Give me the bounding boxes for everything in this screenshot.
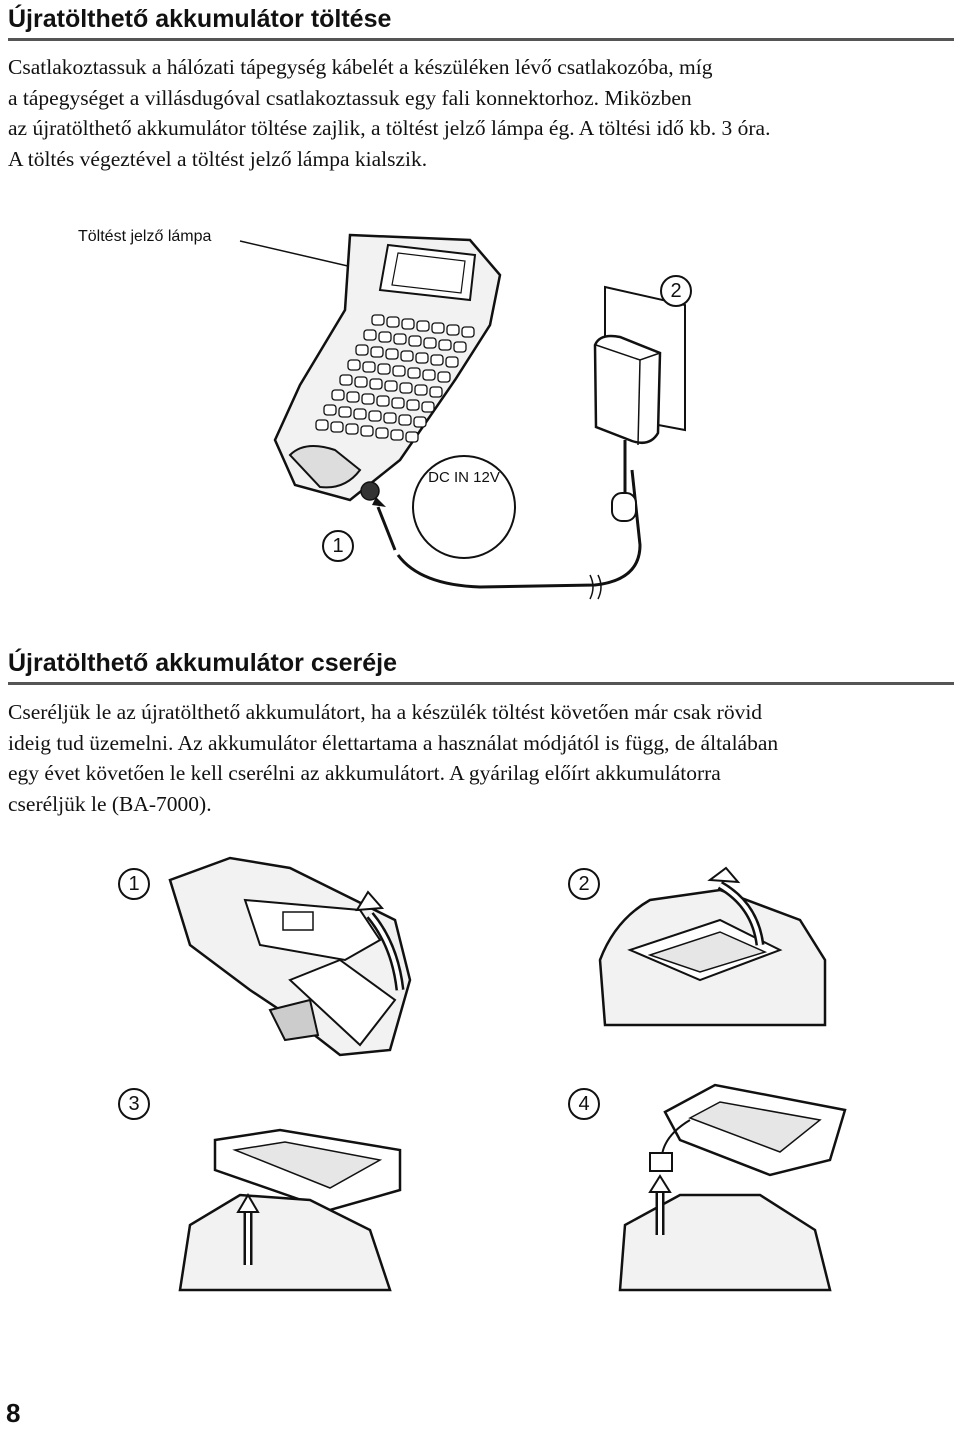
section-heading-replacement: Újratölthető akkumulátor cseréje <box>8 648 954 685</box>
key-shape <box>345 423 359 435</box>
charging-drawing <box>239 233 686 600</box>
key-shape <box>461 326 475 338</box>
key-shape <box>415 352 429 364</box>
paragraph-line: A töltés végeztével a töltést jelző lámp… <box>8 146 428 171</box>
charge-lamp-callout: Töltést jelző lámpa <box>78 228 212 245</box>
key-shape <box>446 324 460 336</box>
key-shape <box>371 314 385 326</box>
step-number: 1 <box>118 868 150 900</box>
charging-paragraph: Csatlakoztassuk a hálózati tápegység káb… <box>8 52 952 174</box>
key-shape <box>362 361 376 373</box>
key-shape <box>422 369 436 381</box>
key-shape <box>354 376 368 388</box>
charging-illustration <box>0 215 960 615</box>
replacement-drawing <box>168 856 847 1292</box>
key-shape <box>430 354 444 366</box>
key-shape <box>391 397 405 409</box>
key-shape <box>338 406 352 418</box>
key-shape <box>438 339 452 351</box>
replacement-paragraph: Cseréljük le az újratölthető akkumulátor… <box>8 697 952 819</box>
key-shape <box>386 316 400 328</box>
key-shape <box>378 331 392 343</box>
key-shape <box>398 414 412 426</box>
key-shape <box>405 431 419 443</box>
key-shape <box>414 384 428 396</box>
key-shape <box>385 348 399 360</box>
key-shape <box>331 389 345 401</box>
key-shape <box>407 367 421 379</box>
key-shape <box>408 335 422 347</box>
step-number: 3 <box>118 1088 150 1120</box>
paragraph-line: az újratölthető akkumulátor töltése zajl… <box>8 116 771 140</box>
key-shape <box>369 378 383 390</box>
key-shape <box>413 416 427 428</box>
key-shape <box>429 386 443 398</box>
paragraph-line: a tápegységet a villásdugóval csatlakozt… <box>8 85 692 110</box>
paragraph-line: ideig tud üzemelni. Az akkumulátor élett… <box>8 730 779 755</box>
key-shape <box>330 421 344 433</box>
key-shape <box>363 329 377 341</box>
paragraph-line: Cseréljük le az újratölthető akkumulátor… <box>8 700 763 724</box>
dc-in-detail: DC IN 12V <box>412 455 516 559</box>
step-number: 1 <box>322 530 354 562</box>
step-number: 2 <box>568 868 600 900</box>
key-shape <box>323 404 337 416</box>
key-shape <box>399 382 413 394</box>
key-shape <box>346 391 360 403</box>
section-heading-charging: Újratölthető akkumulátor töltése <box>8 4 954 41</box>
key-shape <box>406 399 420 411</box>
key-shape <box>370 346 384 358</box>
key-shape <box>375 427 389 439</box>
key-shape <box>445 356 459 368</box>
key-shape <box>453 341 467 353</box>
key-shape <box>400 350 414 362</box>
key-shape <box>421 401 435 413</box>
paragraph-line: egy évet követően le kell cserélni az ak… <box>8 761 721 785</box>
page-number: 8 <box>6 1398 21 1428</box>
key-shape <box>355 344 369 356</box>
step-number: 4 <box>568 1088 600 1120</box>
key-shape <box>315 419 329 431</box>
replacement-illustrations <box>0 850 960 1310</box>
key-shape <box>431 322 445 334</box>
paragraph-line: Csatlakoztassuk a hálózati tápegység káb… <box>8 55 713 79</box>
key-shape <box>383 412 397 424</box>
dc-in-label: DC IN 12V <box>428 469 500 486</box>
key-shape <box>416 320 430 332</box>
key-shape <box>390 429 404 441</box>
key-shape <box>368 410 382 422</box>
key-shape <box>361 393 375 405</box>
key-shape <box>401 318 415 330</box>
key-shape <box>377 363 391 375</box>
key-shape <box>353 408 367 420</box>
key-shape <box>339 374 353 386</box>
key-shape <box>437 371 451 383</box>
key-shape <box>392 365 406 377</box>
key-shape <box>384 380 398 392</box>
key-shape <box>376 395 390 407</box>
paragraph-line: cseréljük le (BA-7000). <box>8 791 212 816</box>
key-shape <box>423 337 437 349</box>
key-shape <box>360 425 374 437</box>
key-shape <box>393 333 407 345</box>
key-shape <box>347 359 361 371</box>
step-number: 2 <box>660 275 692 307</box>
